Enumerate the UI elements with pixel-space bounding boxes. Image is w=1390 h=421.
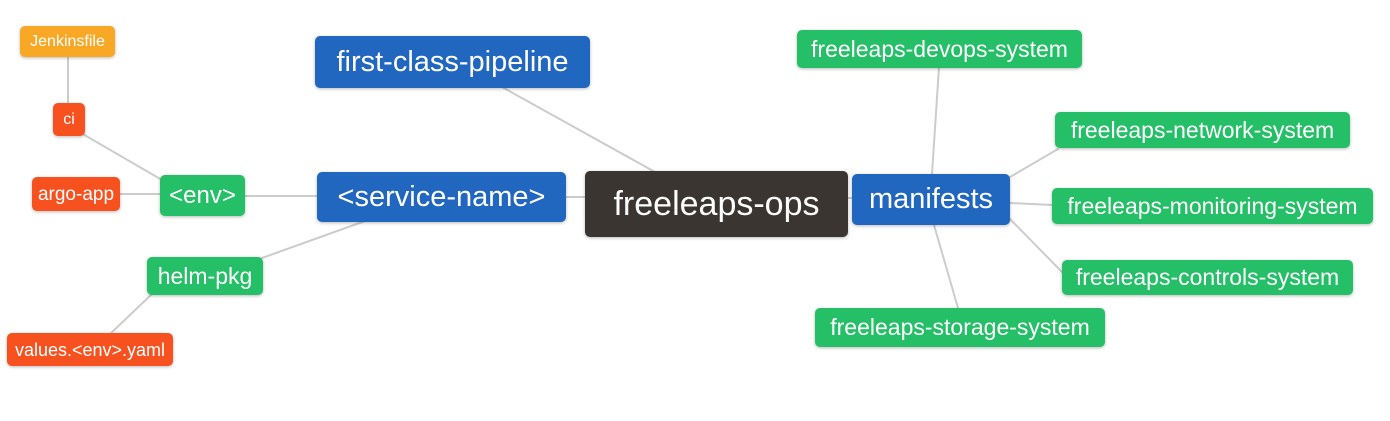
node-devops-system[interactable]: freeleaps-devops-system xyxy=(797,30,1082,68)
edge-manifests-to-monitoring-system xyxy=(1009,202,1053,206)
node-network-system[interactable]: freeleaps-network-system xyxy=(1055,112,1350,148)
edge-first-class-pipeline-to-freeleaps-ops xyxy=(501,86,656,173)
node-ci[interactable]: ci xyxy=(53,103,85,136)
node-controls-system[interactable]: freeleaps-controls-system xyxy=(1062,260,1353,295)
edge-service-name-to-helm-pkg xyxy=(261,220,366,259)
edge-manifests-to-devops-system xyxy=(931,66,940,175)
edge-ci-to-env xyxy=(80,132,163,181)
node-freeleaps-ops[interactable]: freeleaps-ops xyxy=(585,171,848,237)
node-argo-app[interactable]: argo-app xyxy=(32,177,120,211)
node-env[interactable]: <env> xyxy=(160,175,245,216)
node-storage-system[interactable]: freeleaps-storage-system xyxy=(815,308,1105,347)
node-helm-pkg[interactable]: helm-pkg xyxy=(147,257,263,295)
node-first-class-pipeline[interactable]: first-class-pipeline xyxy=(315,36,590,88)
node-monitoring-system[interactable]: freeleaps-monitoring-system xyxy=(1052,188,1373,224)
node-values-env-yaml[interactable]: values.<env>.yaml xyxy=(7,333,173,366)
edge-helm-pkg-to-values-env-yaml xyxy=(109,293,153,335)
node-jenkinsfile[interactable]: Jenkinsfile xyxy=(20,26,115,57)
edge-manifests-to-network-system xyxy=(1009,148,1059,178)
edge-manifests-to-storage-system xyxy=(933,224,959,309)
node-manifests[interactable]: manifests xyxy=(852,174,1010,225)
edge-manifests-to-controls-system xyxy=(1009,218,1063,273)
node-service-name[interactable]: <service-name> xyxy=(317,172,566,222)
